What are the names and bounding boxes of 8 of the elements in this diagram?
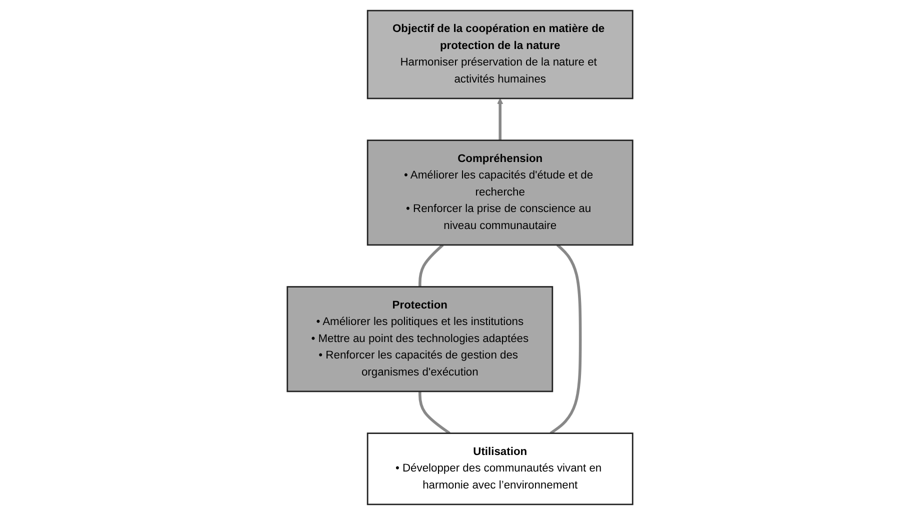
connector [418, 244, 444, 287]
arrow [497, 98, 504, 140]
node-box: Objectif de la coopération en matière de protection de la nature Harmoniser préservation de la nature et activités humaines [366, 10, 634, 100]
node-box: Compréhension • Améliorer les capacités d'étude et de recherche • Renforcer la prise de conscience au niveau communautaire [366, 140, 634, 246]
node-box: Protection • Améliorer les politiques et les institutions • Mettre au point des technologies adaptées • Renforcer les capacités de gestion des organismes d'exécution [286, 286, 554, 392]
connector [418, 391, 450, 434]
node-box: Utilisation • Développer des communautés vivant en harmonie avec l’environnement [366, 432, 634, 506]
connector [550, 244, 582, 434]
